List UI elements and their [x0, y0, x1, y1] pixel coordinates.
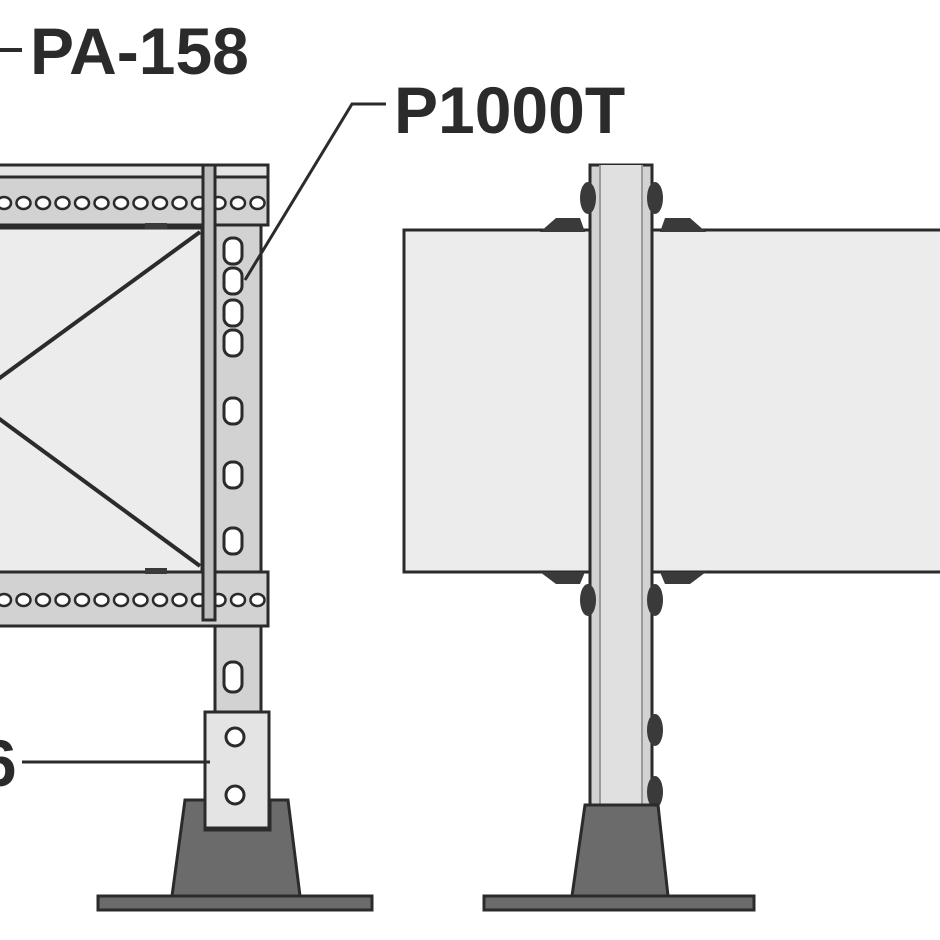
upright-slot	[222, 328, 244, 358]
beam-hole	[151, 195, 169, 211]
upright-slot-row	[222, 236, 244, 694]
upright-column	[201, 163, 263, 718]
upright-slot	[222, 660, 244, 694]
side-base-foot	[482, 803, 756, 912]
callout-label-bracket: 6	[0, 726, 17, 800]
upright-slot	[222, 460, 244, 490]
upright-slot	[222, 396, 244, 426]
beam-hole	[54, 592, 71, 608]
beam-hole	[249, 195, 266, 211]
side-bolts	[580, 182, 663, 808]
beam-hole	[229, 592, 247, 608]
beam-hole	[93, 592, 110, 608]
beam-hole	[34, 195, 52, 211]
infill-panel	[0, 226, 204, 574]
side-view	[402, 163, 940, 912]
beam-hole	[229, 195, 247, 211]
beam-hole	[112, 592, 130, 608]
front-view	[0, 163, 374, 912]
foot-bracket	[203, 710, 271, 830]
upright-slot	[222, 298, 244, 328]
top-clamp	[540, 218, 585, 232]
beam-hole	[93, 195, 110, 211]
beam-hole	[54, 195, 71, 211]
beam-hole	[132, 592, 149, 608]
beam-hole	[112, 195, 130, 211]
callout-upright: P1000T	[243, 73, 625, 281]
beam-hole	[171, 592, 188, 608]
upright-slot	[222, 266, 244, 296]
callout-label-top-beam: PA-158	[30, 14, 249, 88]
lower-beam	[0, 568, 270, 628]
callout-top-beam: PA-158	[0, 14, 249, 88]
callout-bracket: 6	[0, 726, 210, 800]
beam-hole	[15, 195, 32, 211]
callout-label-upright: P1000T	[394, 73, 625, 147]
beam-hole	[0, 592, 13, 608]
beam-hole	[34, 592, 52, 608]
beam-hole	[132, 195, 149, 211]
beam-hole	[15, 592, 32, 608]
diagonal-brace-lower	[0, 416, 202, 568]
beam-hole	[171, 195, 188, 211]
base-foot	[96, 798, 374, 912]
beam-hole	[249, 592, 266, 608]
bottom-clamp	[540, 572, 585, 584]
beam-hole	[73, 592, 91, 608]
beam-hole	[0, 195, 13, 211]
side-shelf-panel	[402, 228, 940, 574]
upright-slot	[222, 526, 244, 556]
top-beam	[0, 163, 270, 229]
beam-hole	[151, 592, 169, 608]
beam-hole	[73, 195, 91, 211]
side-upright-post	[588, 163, 654, 807]
upright-slot	[222, 236, 244, 266]
diagonal-brace-upper	[0, 230, 202, 381]
